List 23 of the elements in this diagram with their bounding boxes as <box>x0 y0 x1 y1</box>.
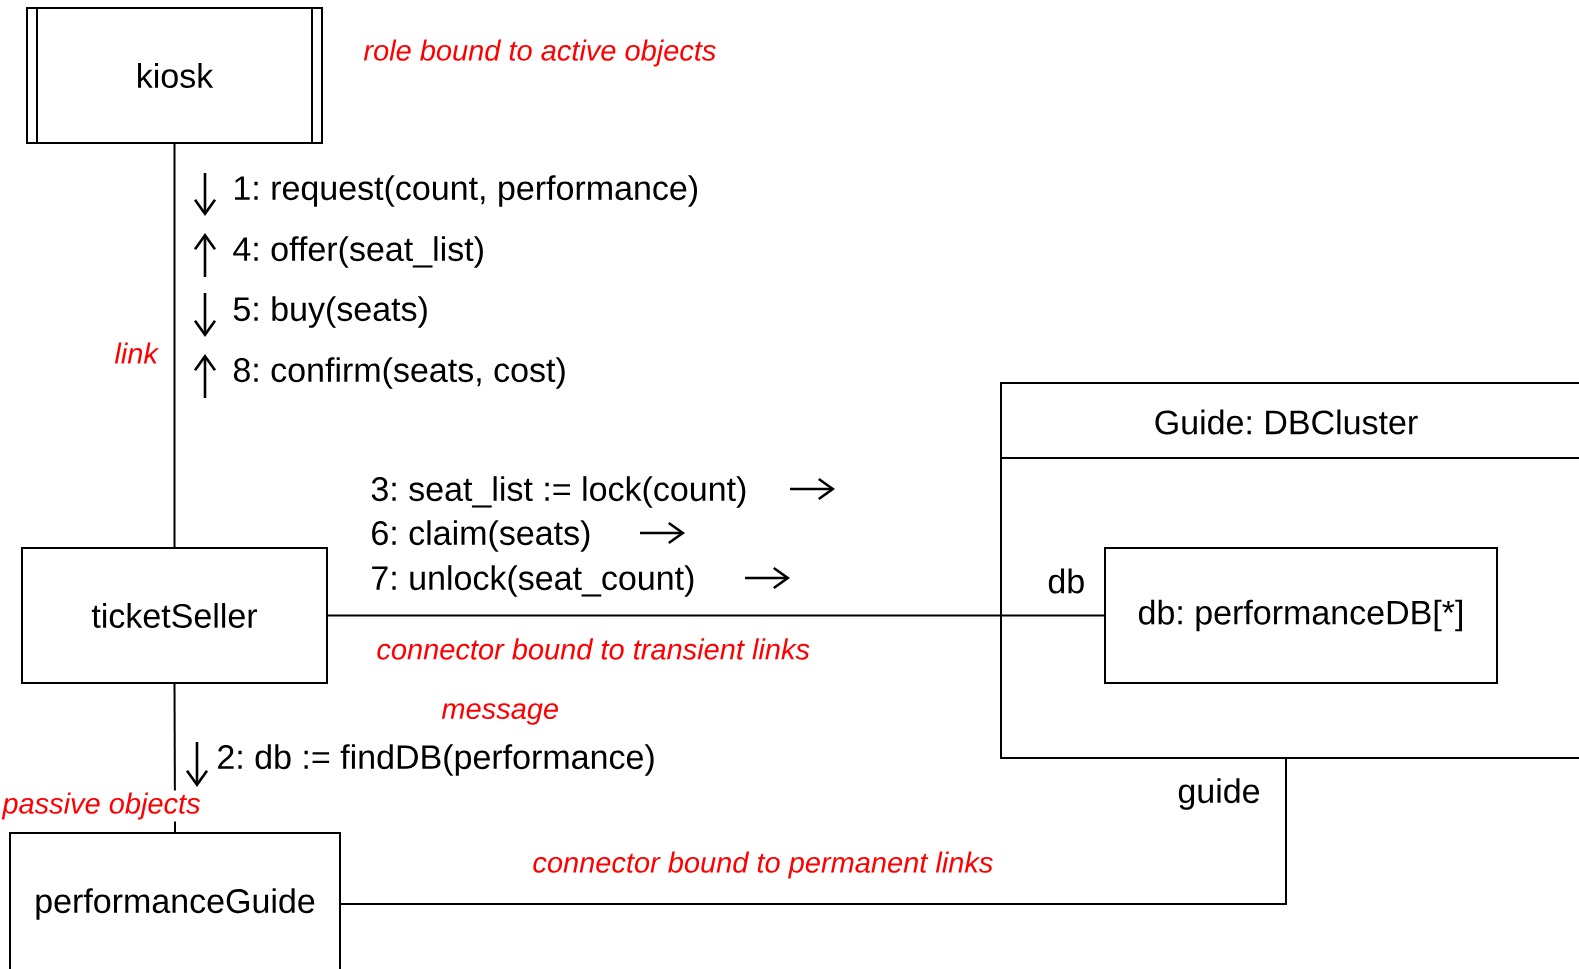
active-object-box: kiosk <box>26 7 323 144</box>
annotation: passive objects <box>0 790 203 822</box>
connector-line <box>340 758 1287 905</box>
connector-line <box>173 143 176 548</box>
annotation: role bound to active objects <box>361 37 719 69</box>
object-box: performanceGuide <box>9 832 341 969</box>
message-label: 4: offer(seat_list) <box>230 234 487 270</box>
annotation: link <box>112 340 160 366</box>
message-label: 8: confirm(seats, cost) <box>230 355 569 391</box>
annotation: connector bound to permanent links <box>530 849 996 881</box>
message-label: 1: request(count, performance) <box>230 173 702 209</box>
message-label: 7: unlock(seat_count) <box>368 563 698 599</box>
message-label: 6: claim(seats) <box>368 518 594 554</box>
message-label: guide <box>1175 776 1263 812</box>
object-box: ticketSeller <box>21 547 328 684</box>
message-label: 2: db := findDB(performance) <box>214 742 658 778</box>
annotation: message <box>439 701 562 727</box>
connector-line <box>327 614 1105 617</box>
object-box: db: performanceDB[*] <box>1104 547 1498 684</box>
message-label: db <box>1045 566 1088 596</box>
message-label: 3: seat_list := lock(count) <box>368 474 750 510</box>
message-label: 5: buy(seats) <box>230 294 431 330</box>
annotation: connector bound to transient links <box>374 636 813 662</box>
